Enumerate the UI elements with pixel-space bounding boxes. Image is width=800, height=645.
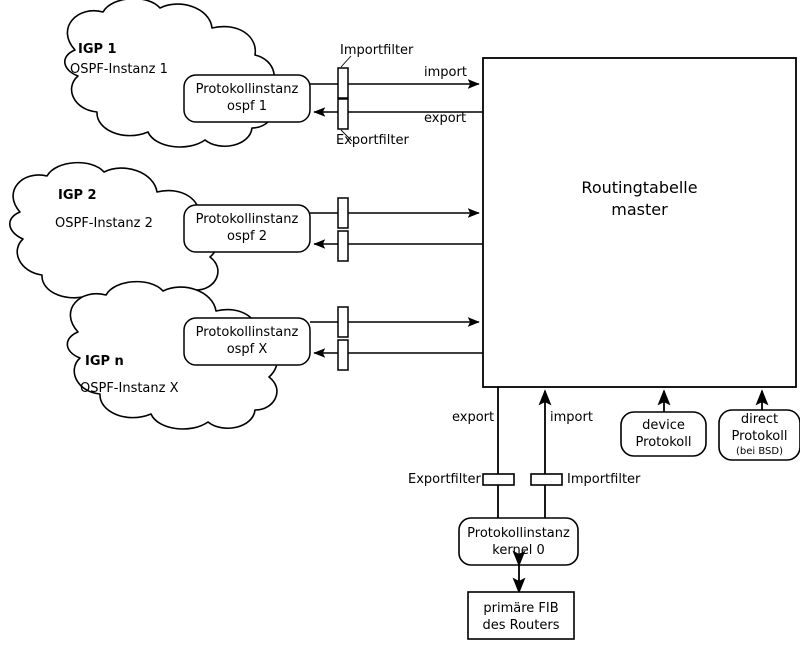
export-flow-label: export (452, 410, 495, 425)
importfilter-bar-bottom (530, 473, 563, 486)
direct-protocol-label-line1: direct (740, 412, 779, 427)
importfilter-bar-3 (337, 306, 349, 338)
cloud-title-igp-n: IGP n (85, 354, 124, 369)
direct-protocol-label-line2: Protokoll (731, 429, 788, 444)
exportfilter-bar-bottom (482, 473, 515, 486)
protocol-instance-label-1-line2: ospf 1 (227, 99, 267, 114)
routing-table-label-line2: master (611, 200, 668, 219)
protocol-instance-box-2 (183, 204, 311, 253)
fib-label-line1: primäre FIB (483, 601, 559, 616)
exportfilter-leader-1 (340, 129, 353, 142)
cloud-subtitle-igp-2: OSPF-Instanz 2 (55, 216, 153, 231)
protocol-instance-label-2-line2: ospf 2 (227, 229, 267, 244)
protocol-instance-label-3-line1: Protokollinstanz (195, 325, 299, 340)
fib-label-line2: des Routers (482, 618, 560, 633)
protocol-instance-box-1 (183, 74, 311, 123)
protocol-instance-box-3 (183, 317, 311, 366)
cloud-igp-2 (9, 161, 220, 310)
exportfilter-bar-3 (337, 339, 349, 371)
kernel-instance-label-line1: Protokollinstanz (467, 526, 570, 541)
importfilter-bar-1 (337, 67, 349, 99)
cloud-subtitle-igp-1: OSPF-Instanz 1 (70, 62, 168, 77)
export-label-row-1: export (424, 111, 467, 126)
importfilter-label-top: Importfilter (340, 43, 414, 58)
import-label-row-1: import (424, 65, 467, 80)
kernel-instance-label-line2: kernel 0 (492, 543, 545, 558)
fib-box (467, 591, 575, 640)
cloud-title-igp-2: IGP 2 (58, 188, 97, 203)
direct-protocol-label-line3: (bei BSD) (736, 446, 783, 457)
cloud-subtitle-igp-n: OSPF-Instanz X (80, 381, 179, 396)
routing-table-label-line1: Routingtabelle (581, 178, 698, 197)
direct-protocol-box (718, 409, 800, 461)
device-protocol-label-line2: Protokoll (635, 435, 692, 450)
cloud-title-igp-1: IGP 1 (78, 42, 117, 57)
exportfilter-bar-2 (337, 230, 349, 262)
protocol-instance-label-3-line2: ospf X (226, 342, 268, 357)
exportfilter-label-top: Exportfilter (336, 133, 409, 148)
exportfilter-label-bottom: Exportfilter (408, 472, 481, 487)
importfilter-label-bottom: Importfilter (567, 472, 641, 487)
importfilter-bar-2 (337, 197, 349, 229)
import-flow-label: import (550, 410, 593, 425)
protocol-instance-label-2-line1: Protokollinstanz (195, 212, 299, 227)
device-protocol-label-line1: device (642, 418, 685, 433)
exportfilter-bar-1 (337, 98, 349, 130)
protocol-instance-label-1-line1: Protokollinstanz (195, 82, 299, 97)
importfilter-leader-1 (340, 55, 352, 68)
routing-table-box (482, 57, 797, 388)
